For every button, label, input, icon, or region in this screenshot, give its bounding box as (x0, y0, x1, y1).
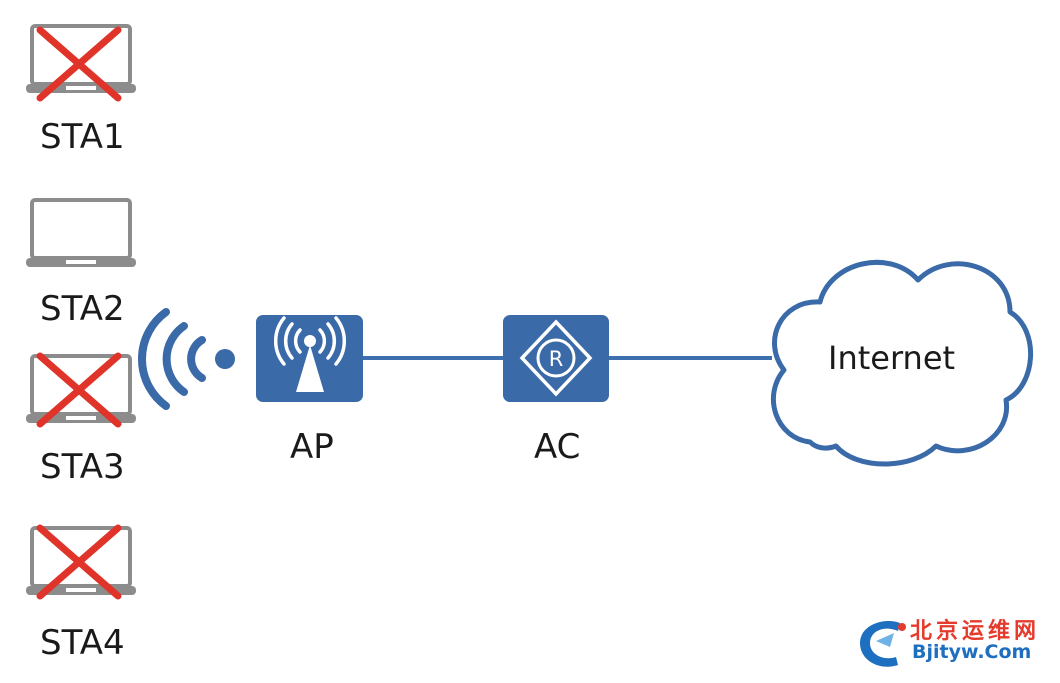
sta1-label: STA1 (40, 117, 125, 157)
watermark: 北京运维网 Bjityw.Com (854, 611, 1054, 671)
watermark-logo-icon (860, 621, 906, 667)
router-icon: R (503, 315, 609, 402)
ap-label: AP (290, 427, 334, 467)
ac-label: AC (534, 427, 581, 467)
watermark-english-text: Bjityw.Com (912, 641, 1032, 663)
sta2-label: STA2 (40, 289, 125, 329)
wireless-signal-icon (137, 308, 206, 410)
sta4-cross-icon (36, 524, 122, 600)
wireless-ap-icon (256, 315, 363, 402)
signal-source-dot (215, 349, 235, 369)
svg-text:R: R (549, 347, 564, 371)
sta2-laptop-icon (26, 198, 136, 267)
sta4-label: STA4 (40, 623, 125, 663)
sta3-label: STA3 (40, 447, 125, 487)
cloud-icon (771, 259, 1033, 467)
sta3-cross-icon (36, 352, 122, 428)
sta1-cross-icon (36, 26, 122, 102)
internet-label: Internet (828, 339, 956, 377)
watermark-chinese-text: 北京运维网 (910, 618, 1041, 644)
